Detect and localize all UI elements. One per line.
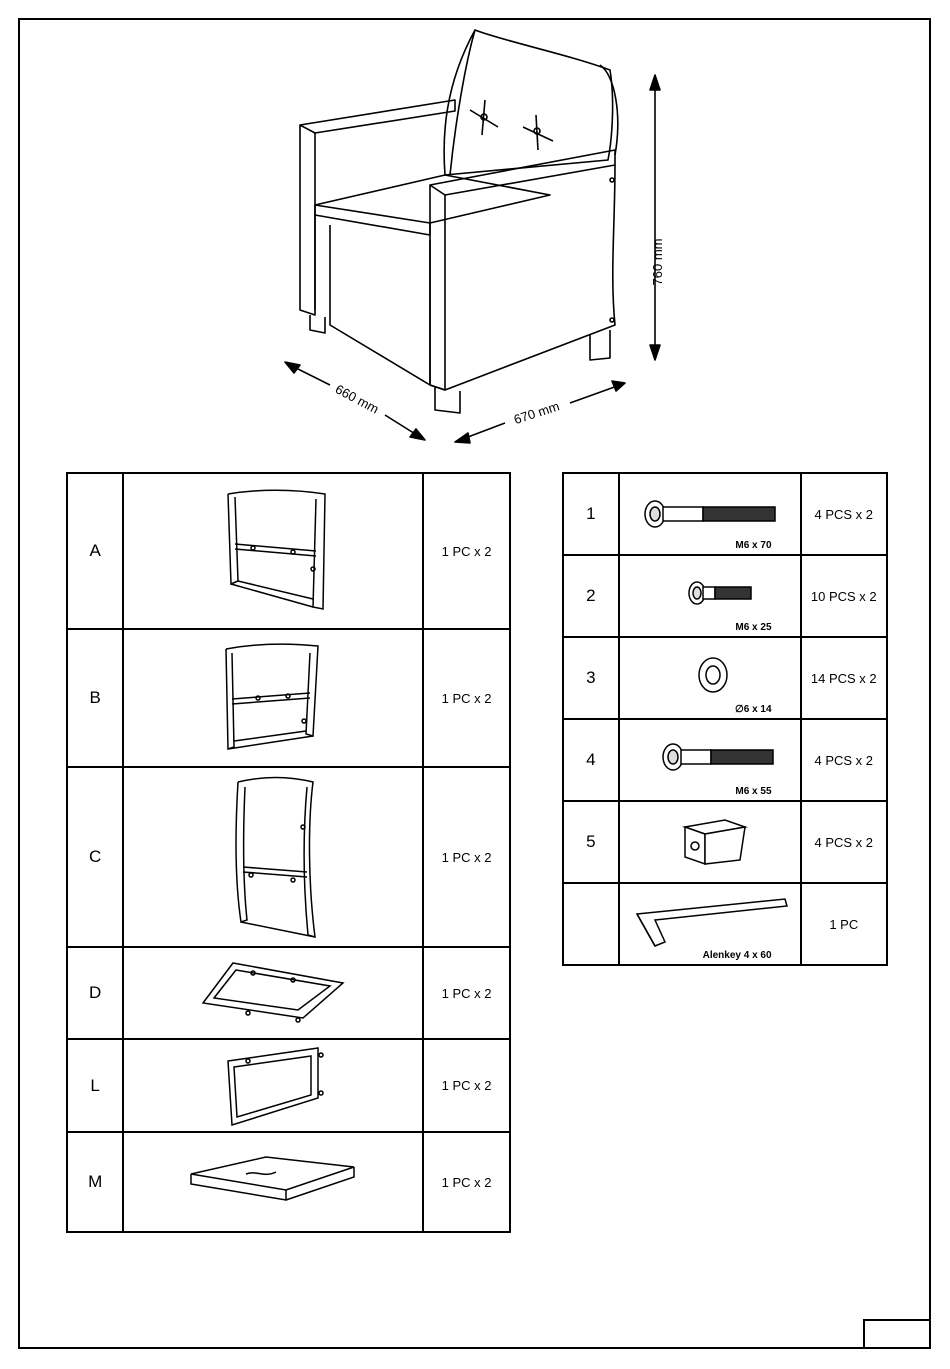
part-qty: 1 PC x 2 — [423, 947, 510, 1039]
part-qty: 1 PC x 2 — [423, 767, 510, 947]
hardware-spec: M6 x 70 — [735, 540, 771, 551]
side-frame-icon — [213, 489, 333, 614]
hardware-label: 4 — [563, 719, 619, 801]
short-bolt-icon — [635, 571, 785, 621]
washer-icon — [635, 653, 785, 703]
hardware-qty: 1 PC — [801, 883, 887, 965]
part-label: M — [67, 1132, 123, 1232]
hardware-qty: 4 PCS x 2 — [801, 801, 887, 883]
hardware-label: 2 — [563, 555, 619, 637]
back-frame-icon — [223, 772, 323, 942]
table-row: C 1 PC x 2 — [67, 767, 510, 947]
part-qty: 1 PC x 2 — [423, 473, 510, 629]
seat-board-icon — [186, 1152, 361, 1212]
table-row: A 1 PC x 2 — [67, 473, 510, 629]
foot-block-icon — [635, 812, 785, 872]
hardware-qty: 4 PCS x 2 — [801, 719, 887, 801]
part-drawing — [123, 1039, 423, 1132]
table-row: Alenkey 4 x 60 1 PC — [563, 883, 887, 965]
hardware-spec: ∅6 x 14 — [735, 704, 772, 715]
hardware-label: 1 — [563, 473, 619, 555]
hardware-spec: Alenkey 4 x 60 — [703, 950, 772, 961]
part-label: A — [67, 473, 123, 629]
part-drawing — [123, 1132, 423, 1232]
table-row: 2 M6 x 25 10 PCS x 2 — [563, 555, 887, 637]
allen-key-icon — [625, 894, 795, 954]
side-frame-icon — [218, 641, 328, 756]
hardware-qty: 10 PCS x 2 — [801, 555, 887, 637]
table-row: M 1 PC x 2 — [67, 1132, 510, 1232]
part-drawing — [123, 473, 423, 629]
width-dimension: 670 mm — [512, 398, 561, 427]
table-row: B 1 PC x 2 — [67, 629, 510, 767]
armchair-illustration: 760 mm 660 mm 670 mm — [270, 25, 690, 455]
page-number-box — [863, 1319, 931, 1349]
parts-table: A 1 PC x 2 B — [66, 472, 511, 1233]
table-row: D 1 PC x 2 — [67, 947, 510, 1039]
table-row: 1 M6 x 70 4 PCS x 2 — [563, 473, 887, 555]
hardware-drawing: M6 x 55 — [619, 719, 801, 801]
table-row: L 1 PC x 2 — [67, 1039, 510, 1132]
hardware-spec: M6 x 25 — [735, 622, 771, 633]
part-label: L — [67, 1039, 123, 1132]
front-frame-icon — [218, 1043, 328, 1128]
hardware-qty: 4 PCS x 2 — [801, 473, 887, 555]
bolt-icon — [635, 735, 785, 785]
long-bolt-icon — [635, 489, 785, 539]
hardware-label: 5 — [563, 801, 619, 883]
seat-frame-icon — [198, 958, 348, 1028]
depth-dimension: 660 mm — [333, 381, 382, 416]
hardware-drawing: M6 x 70 — [619, 473, 801, 555]
part-qty: 1 PC x 2 — [423, 629, 510, 767]
hardware-drawing: M6 x 25 — [619, 555, 801, 637]
hardware-drawing — [619, 801, 801, 883]
part-drawing — [123, 767, 423, 947]
table-row: 4 M6 x 55 4 PCS x 2 — [563, 719, 887, 801]
height-dimension: 760 mm — [650, 239, 665, 286]
hardware-qty: 14 PCS x 2 — [801, 637, 887, 719]
hardware-label: 3 — [563, 637, 619, 719]
table-row: 5 4 PCS x 2 — [563, 801, 887, 883]
hardware-label — [563, 883, 619, 965]
part-label: C — [67, 767, 123, 947]
part-qty: 1 PC x 2 — [423, 1132, 510, 1232]
hardware-spec: M6 x 55 — [735, 786, 771, 797]
hardware-drawing: Alenkey 4 x 60 — [619, 883, 801, 965]
part-drawing — [123, 947, 423, 1039]
part-drawing — [123, 629, 423, 767]
hardware-table: 1 M6 x 70 4 PCS x 2 2 — [562, 472, 888, 966]
part-label: D — [67, 947, 123, 1039]
table-row: 3 ∅6 x 14 14 PCS x 2 — [563, 637, 887, 719]
part-qty: 1 PC x 2 — [423, 1039, 510, 1132]
hardware-drawing: ∅6 x 14 — [619, 637, 801, 719]
part-label: B — [67, 629, 123, 767]
